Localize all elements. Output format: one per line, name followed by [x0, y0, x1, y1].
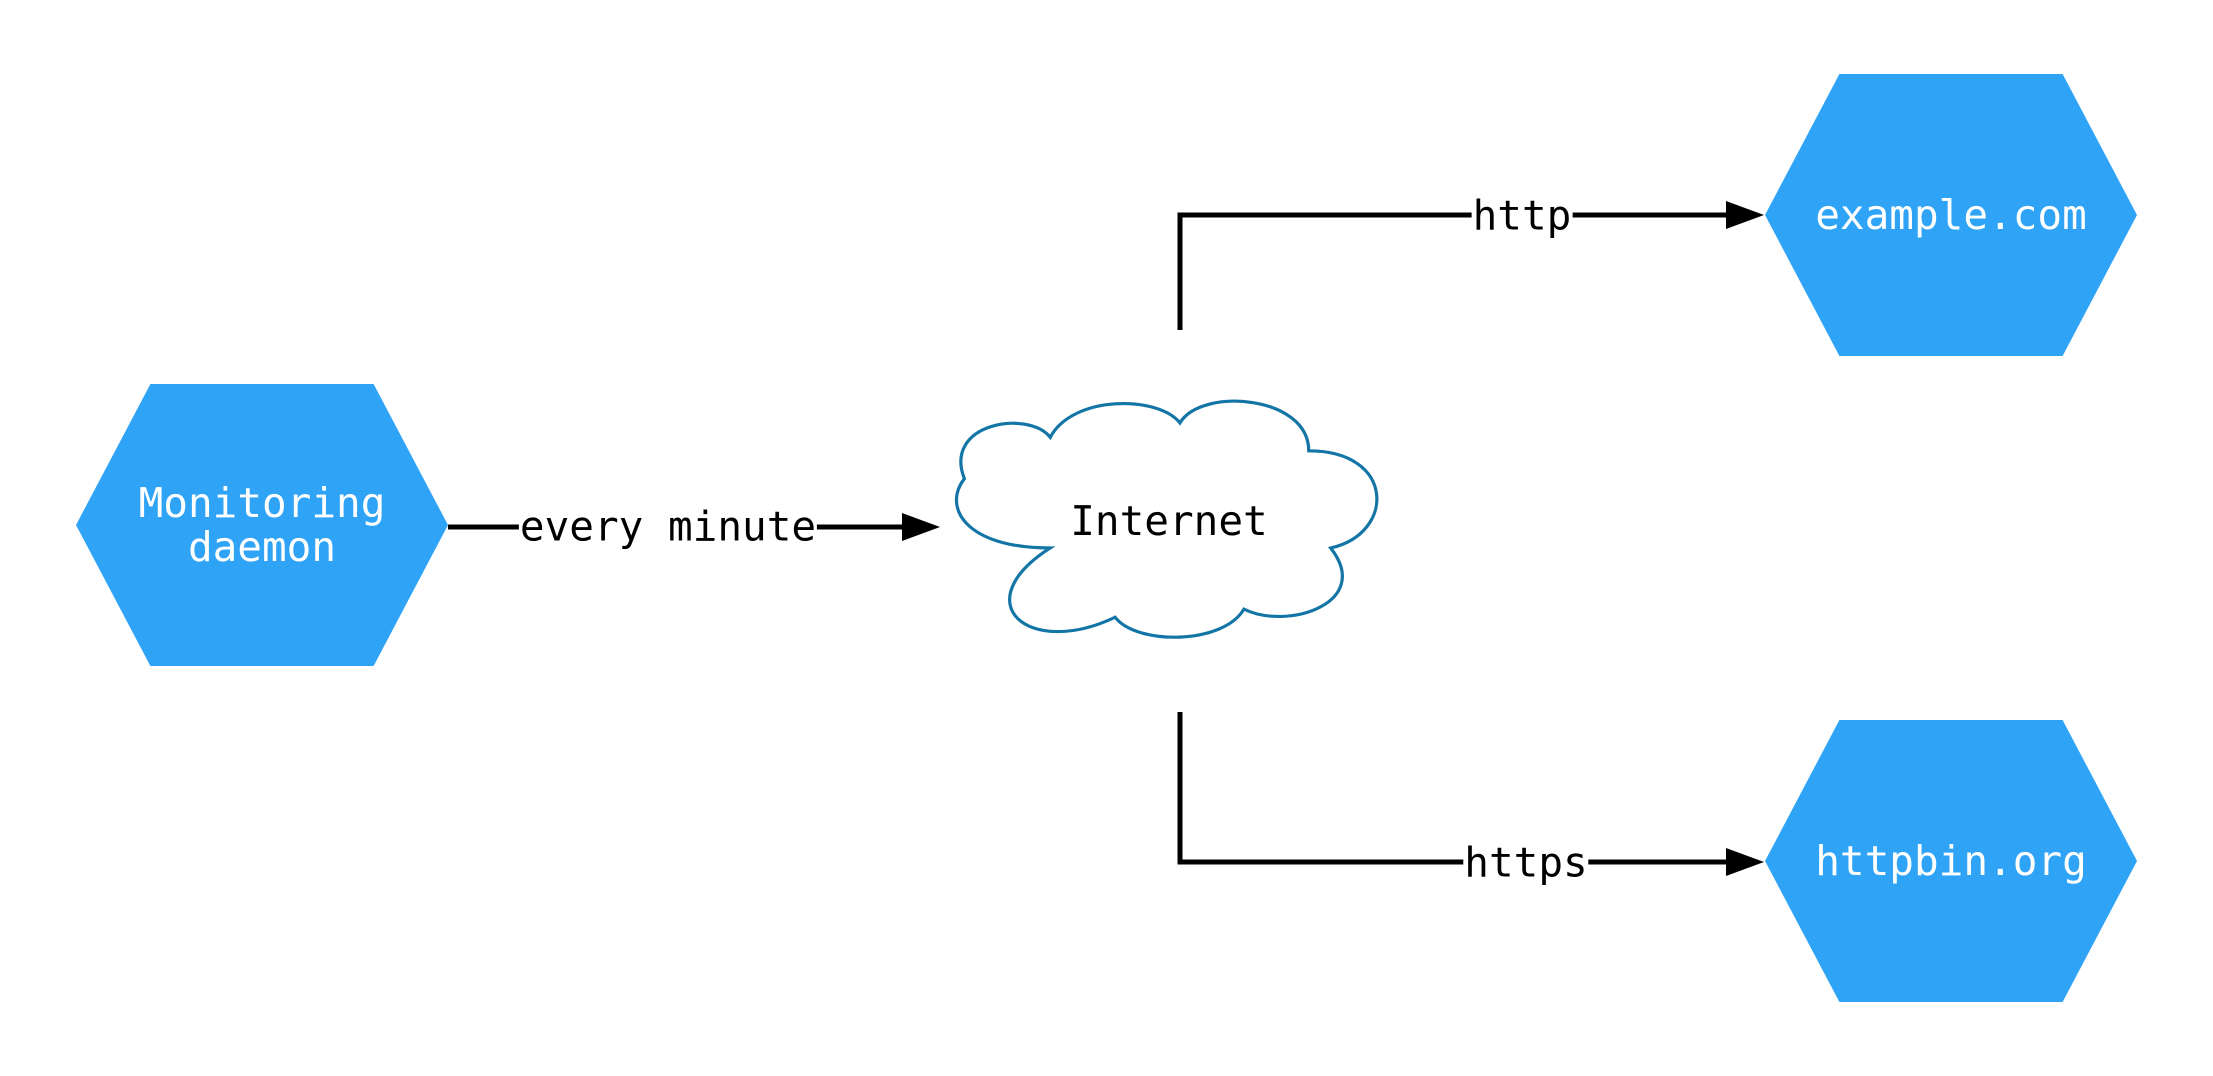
node-internet: Internet	[937, 378, 1401, 664]
edge-line-https	[1177, 712, 1726, 865]
edge-label-https: https	[1463, 838, 1589, 887]
node-label-monitoring-daemon: Monitoring daemon	[138, 478, 386, 571]
edge-line-http	[1177, 212, 1726, 330]
node-monitoring-daemon: Monitoring daemon	[76, 384, 448, 666]
edge-label-http: http	[1471, 191, 1573, 240]
node-label-example-com: example.com	[1815, 190, 2087, 239]
arrowhead-icon	[902, 513, 940, 541]
arrowhead-icon	[1726, 848, 1764, 876]
arrowhead-icon	[1726, 201, 1764, 229]
cloud-outline	[954, 399, 1379, 639]
edge-label-every-minute: every minute	[518, 502, 818, 551]
cloud-icon	[954, 399, 1379, 639]
node-label-internet: Internet	[1070, 496, 1268, 545]
node-label-httpbin-org: httpbin.org	[1815, 836, 2087, 885]
node-example-com: example.com	[1765, 74, 2137, 356]
node-httpbin-org: httpbin.org	[1765, 720, 2137, 1002]
